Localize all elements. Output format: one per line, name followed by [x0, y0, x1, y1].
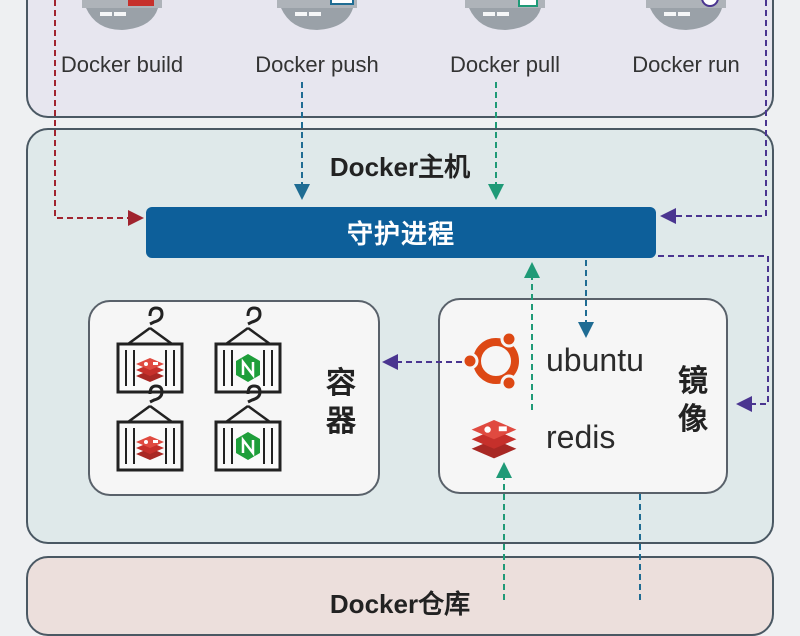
- docker-build-label: Docker build: [60, 52, 184, 77]
- docker-registry-title: Docker仓库: [329, 589, 471, 619]
- containers-label: 容 器: [324, 365, 358, 441]
- docker-run-label: Docker run: [632, 52, 740, 77]
- docker-pull-label: Docker pull: [449, 52, 561, 77]
- daemon-label: 守护进程: [346, 219, 455, 249]
- docker-whale-icon: [646, 0, 726, 30]
- containers-label-char-1: 容: [326, 367, 356, 400]
- docker-push-label: Docker push: [255, 52, 379, 77]
- docker-host-title: Docker主机: [329, 152, 471, 182]
- images-label-char-1: 镜: [678, 365, 708, 398]
- containers-label-char-2: 器: [326, 405, 356, 438]
- docker-whale-icon: [82, 0, 162, 30]
- docker-whale-icon: [277, 0, 357, 30]
- redis-image-label: redis: [546, 419, 616, 455]
- images-label-char-2: 像: [678, 403, 708, 436]
- docker-whale-icon: [465, 0, 545, 30]
- ubuntu-image-label: ubuntu: [546, 342, 644, 378]
- images-label: 镜 像: [676, 363, 710, 439]
- daemon-bar: 守护进程: [146, 207, 656, 258]
